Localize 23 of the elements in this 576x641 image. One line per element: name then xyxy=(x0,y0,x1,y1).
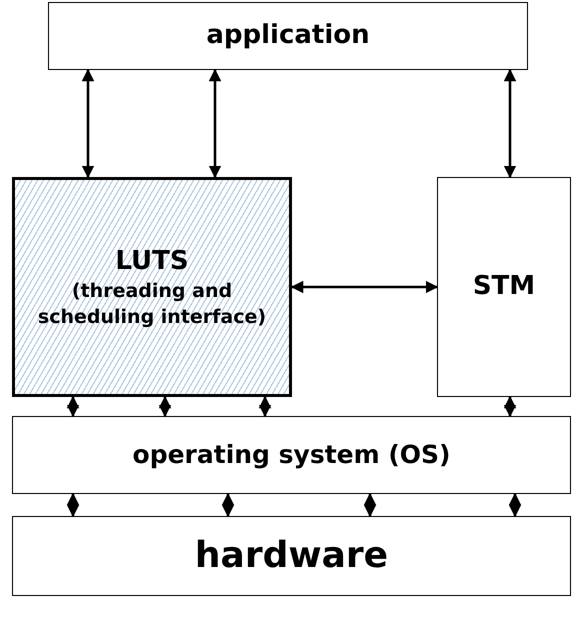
double-arrow xyxy=(222,492,234,518)
double-arrow xyxy=(66,492,80,518)
double-arrow xyxy=(158,396,172,418)
double-arrow xyxy=(208,68,222,178)
double-arrow xyxy=(504,396,516,418)
hatched-component-box xyxy=(12,177,292,397)
double-arrow xyxy=(290,280,438,294)
double-arrow xyxy=(258,396,272,418)
double-arrow xyxy=(508,492,522,518)
double-arrow xyxy=(82,68,94,178)
double-arrow xyxy=(66,396,80,418)
box-title: LUTS xyxy=(115,244,189,278)
double-arrow xyxy=(504,68,516,178)
box-title: operating system (OS) xyxy=(132,439,450,472)
double-arrow xyxy=(364,492,376,518)
component-box xyxy=(12,416,571,494)
box-title: application xyxy=(206,19,370,52)
box-title: hardware xyxy=(194,534,388,578)
component-box xyxy=(12,516,571,596)
component-box xyxy=(437,177,571,397)
box-subtitle: (threading and scheduling interface) xyxy=(36,278,268,330)
component-box xyxy=(48,2,528,70)
box-title: STM xyxy=(472,270,536,304)
